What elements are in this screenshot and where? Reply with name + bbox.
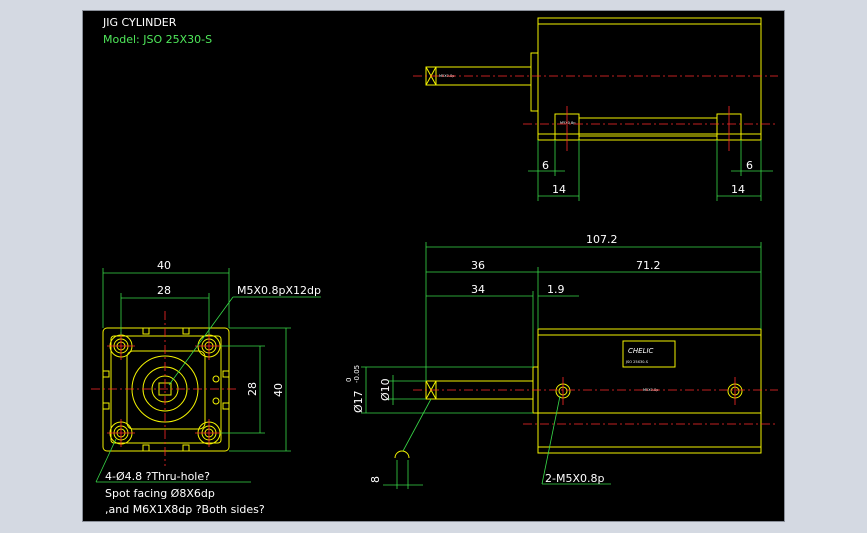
front-note-thru-hole: 4-Ø4.8 ?Thru-hole?	[105, 470, 210, 483]
front-dim-40-height: 40	[272, 383, 285, 397]
side-dim-bore-tol-upper: 0	[345, 378, 353, 382]
nameplate-model: JSO 25X30-S	[625, 360, 649, 364]
front-note-both-sides: ,and M6X1X8dp ?Both sides?	[105, 503, 265, 516]
top-dim-14-left: 14	[552, 183, 566, 196]
side-view: CHELIC JSO 25X30-S M5X0.8p 107.2 36 71.2…	[345, 233, 778, 489]
cad-drawing: JIG CYLINDER Model: JSO 25X30-S M5X0.8p …	[82, 10, 785, 522]
front-dim-40-width: 40	[157, 259, 171, 272]
top-flange	[530, 52, 539, 112]
front-dim-28-vertical: 28	[246, 382, 259, 396]
top-dim-14-right: 14	[731, 183, 745, 196]
side-dim-36: 36	[471, 259, 485, 272]
front-thread-callout: M5X0.8pX12dp	[237, 284, 321, 297]
side-dim-34: 34	[471, 283, 485, 296]
svg-text:M5X0.8p: M5X0.8p	[560, 121, 576, 125]
drawing-title: JIG CYLINDER	[102, 16, 177, 29]
top-dim-6-left: 6	[542, 159, 549, 172]
front-view: 40 28 28 40 M5X0.8pX12dp 4-Ø4.8 ?Thru-ho…	[91, 259, 321, 516]
top-view: M5X0.8p M5X0.8p 6 6 14 14	[413, 17, 778, 201]
side-dim-107-2: 107.2	[586, 233, 618, 246]
front-note-spot-facing: Spot facing Ø8X6dp	[105, 487, 215, 500]
side-dim-bore-diameter: Ø17	[352, 390, 365, 413]
side-dim-rod-diameter: Ø10	[379, 378, 392, 401]
front-dim-28-pitch: 28	[157, 284, 171, 297]
front-outline	[102, 327, 230, 452]
side-dim-71-2: 71.2	[636, 259, 661, 272]
brand-logo: CHELIC	[628, 347, 654, 355]
top-dim-6-right: 6	[746, 159, 753, 172]
side-dim-flat-8: 8	[369, 476, 382, 483]
nameplate	[622, 340, 676, 368]
side-port-callout: 2-M5X0.8p	[545, 472, 604, 485]
model-label: Model: JSO 25X30-S	[103, 33, 212, 46]
side-dim-1-9: 1.9	[547, 283, 565, 296]
side-dim-bore-tol-lower: -0.05	[353, 365, 361, 383]
cad-svg: JIG CYLINDER Model: JSO 25X30-S M5X0.8p …	[91, 16, 778, 516]
